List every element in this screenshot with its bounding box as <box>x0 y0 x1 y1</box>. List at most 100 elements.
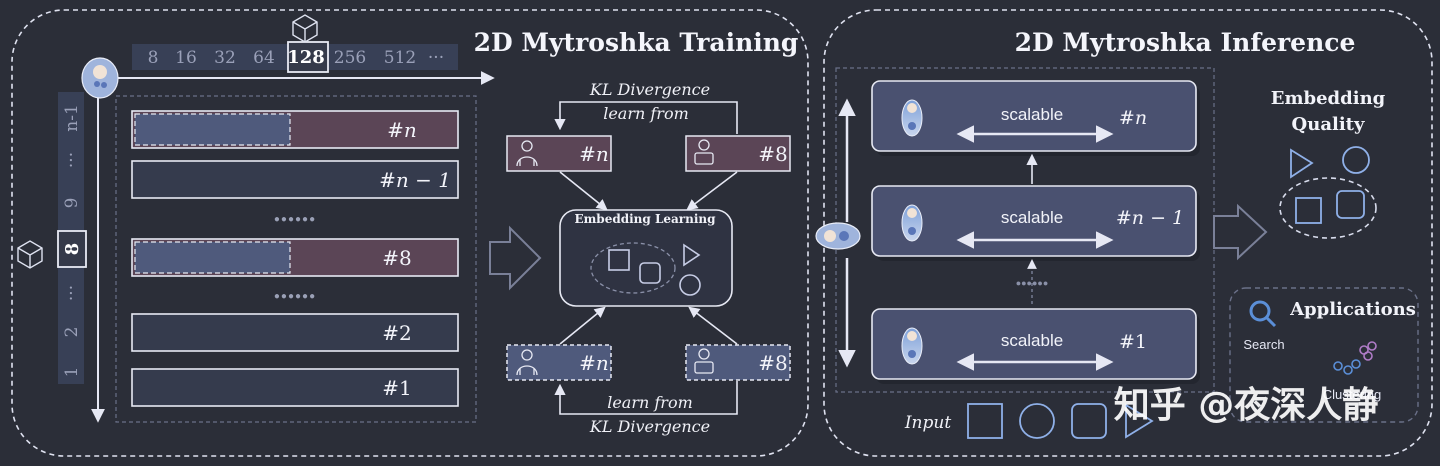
matryoshka-doll-icon <box>81 57 119 99</box>
row-label: #1 <box>382 376 411 400</box>
matryoshka-doll-icon <box>901 99 923 137</box>
kl-divergence-top: KL Divergence <box>589 80 710 99</box>
inference-title: 2D Mytroshka Inference <box>1015 28 1356 57</box>
search-icon <box>1249 300 1277 328</box>
row-label: #n − 1 <box>379 168 451 192</box>
inference-tag: #n − 1 <box>1116 207 1184 229</box>
embedding-learning-box <box>559 209 733 307</box>
inference-row-n: scalable #n <box>871 80 1200 156</box>
tag-label: #n <box>579 351 609 375</box>
flow-arrow-icon <box>489 225 542 291</box>
dimension-label: 128 <box>287 47 325 68</box>
person-icon <box>516 349 538 376</box>
row-layer-n-minus-1: #n − 1 <box>131 160 459 199</box>
search-label: Search <box>1243 337 1284 352</box>
tag-label: #8 <box>758 351 787 375</box>
inference-tag: #1 <box>1119 331 1147 353</box>
reader-icon <box>694 139 714 165</box>
row-label: #2 <box>382 321 411 345</box>
rounded-square-shape-icon <box>639 262 661 284</box>
row-layer-1: #1 <box>131 368 459 407</box>
triangle-shape-icon <box>1125 403 1154 439</box>
circle-shape-icon <box>679 274 701 296</box>
clustering-label: Clustering <box>1323 387 1382 402</box>
scalable-label: scalable <box>1001 208 1063 227</box>
tag-8-bottom: #8 <box>685 344 791 381</box>
cube-icon <box>292 14 318 43</box>
layer-tick-label: n-1 <box>62 104 82 132</box>
layer-tick-label: ··· <box>62 152 82 168</box>
clustering-icon <box>1333 341 1377 375</box>
quality-title-line2: Quality <box>1292 114 1365 135</box>
layer-tick-labels: 1 2 ··· 8 9 ··· n-1 <box>62 104 83 377</box>
row-label: #n <box>387 118 417 142</box>
flow-arrow-icon <box>1213 203 1268 261</box>
learn-from-top: learn from <box>603 104 689 123</box>
embedding-learning-title: Embedding Learning <box>574 212 716 226</box>
square-shape-icon <box>608 249 630 271</box>
row-layer-n: #n <box>131 110 459 149</box>
tag-n-top: #n <box>506 135 612 172</box>
training-title: 2D Mytroshka Training <box>474 28 799 57</box>
kl-arrow-top <box>554 101 738 134</box>
row-ellipsis: ●●●●●● <box>274 291 316 302</box>
triangle-shape-icon <box>1290 148 1314 179</box>
cube-icon <box>17 240 43 269</box>
row-layer-8: #8 <box>131 238 459 277</box>
learn-from-bottom: learn from <box>607 393 693 412</box>
triangle-shape-icon <box>683 243 701 267</box>
arrow-to-learning <box>688 306 738 345</box>
dimension-label: 256 <box>334 48 366 68</box>
layer-tick-label: ··· <box>62 285 82 301</box>
inference-row-1: scalable #1 <box>871 308 1200 384</box>
rounded-square-shape-icon <box>1071 403 1107 439</box>
layer-tick-label: 9 <box>62 198 82 209</box>
kl-arrow-bottom <box>554 381 738 415</box>
arrow-to-learning <box>559 306 606 345</box>
scalable-label: scalable <box>1001 331 1063 350</box>
layer-tick-label: 2 <box>62 327 82 338</box>
layer-tick-label: 8 <box>62 243 83 256</box>
square-shape-icon <box>1295 197 1322 224</box>
kl-divergence-bottom: KL Divergence <box>589 417 710 436</box>
layer-tick-label: 1 <box>62 367 82 378</box>
dimension-label: ··· <box>428 48 444 68</box>
tag-n-bottom: #n <box>506 344 612 381</box>
tag-label: #n <box>579 142 609 166</box>
cluster-ellipse <box>590 242 676 294</box>
input-label: Input <box>904 413 951 433</box>
circle-shape-icon <box>1019 403 1055 439</box>
reader-icon <box>694 348 714 374</box>
row-layer-2: #2 <box>131 313 459 352</box>
person-icon <box>516 140 538 167</box>
quality-title-line1: Embedding <box>1271 88 1386 109</box>
dimension-label: 16 <box>175 48 197 68</box>
inference-row-n-minus-1: scalable #n − 1 <box>871 185 1200 261</box>
inference-tag: #n <box>1119 107 1147 129</box>
row-label: #8 <box>382 246 411 270</box>
dimension-selected-box <box>287 41 329 73</box>
tag-8-top: #8 <box>685 135 791 172</box>
watermark: 知乎 @夜深人静 <box>1114 385 1379 426</box>
matryoshka-doll-icon <box>901 204 923 242</box>
training-panel-border <box>11 9 809 457</box>
row-ellipsis: ●●●●●● <box>274 214 316 225</box>
circle-shape-icon <box>1342 146 1370 174</box>
dimension-labels: 8 16 32 64 128 256 512 ··· <box>148 47 445 68</box>
matryoshka-doll-icon <box>815 222 861 250</box>
layer-selected-box <box>57 230 87 268</box>
matryoshka-doll-icon <box>901 327 923 365</box>
arrow-to-learning <box>686 171 738 211</box>
rounded-square-shape-icon <box>1336 190 1365 219</box>
applications-title: Applications <box>1289 299 1416 320</box>
dimension-label: 64 <box>253 48 275 68</box>
cluster-ellipse <box>1279 177 1377 239</box>
dimension-label: 8 <box>148 48 159 68</box>
tag-label: #8 <box>758 142 787 166</box>
dimension-label: 32 <box>214 48 236 68</box>
scalable-label: scalable <box>1001 105 1063 124</box>
dimension-label: 512 <box>384 48 416 68</box>
arrow-to-learning <box>559 171 608 211</box>
square-shape-icon <box>967 403 1003 439</box>
